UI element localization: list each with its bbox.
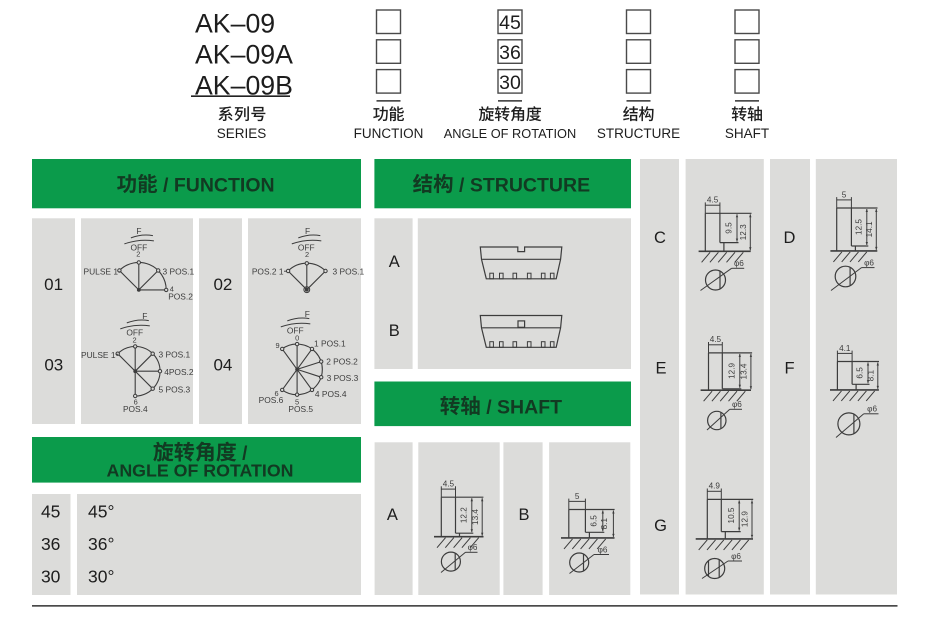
svg-text:4.5: 4.5 bbox=[707, 196, 719, 205]
svg-text:03: 03 bbox=[44, 355, 63, 374]
svg-text:ANGLE OF ROTATION: ANGLE OF ROTATION bbox=[444, 126, 576, 141]
svg-text:E: E bbox=[655, 360, 666, 378]
svg-text:F: F bbox=[142, 311, 147, 321]
svg-text:12.9: 12.9 bbox=[741, 511, 750, 527]
svg-text:36: 36 bbox=[499, 42, 521, 64]
svg-text:9.5: 9.5 bbox=[725, 222, 734, 234]
svg-text:8.1: 8.1 bbox=[866, 370, 875, 382]
svg-text:AK–09A: AK–09A bbox=[195, 40, 293, 70]
svg-text:3 POS.3: 3 POS.3 bbox=[327, 373, 359, 383]
svg-text:2 POS.2: 2 POS.2 bbox=[326, 357, 358, 367]
svg-text:4POS.2: 4POS.2 bbox=[164, 367, 194, 377]
svg-text:F: F bbox=[305, 309, 310, 319]
svg-text:POS.2 1: POS.2 1 bbox=[252, 266, 284, 276]
svg-text:13.4: 13.4 bbox=[471, 509, 480, 525]
svg-text:8.1: 8.1 bbox=[600, 518, 609, 530]
svg-text:4.5: 4.5 bbox=[443, 480, 455, 489]
svg-text:6.5: 6.5 bbox=[856, 367, 865, 379]
svg-text:12.3: 12.3 bbox=[739, 224, 748, 240]
svg-text:30: 30 bbox=[41, 566, 61, 586]
svg-text:C: C bbox=[654, 229, 666, 247]
svg-text:/ FUNCTION: / FUNCTION bbox=[158, 174, 275, 196]
svg-text:12.5: 12.5 bbox=[854, 219, 863, 235]
svg-text:G: G bbox=[654, 517, 667, 535]
svg-text:3 POS.1: 3 POS.1 bbox=[159, 350, 191, 360]
svg-text:6: 6 bbox=[274, 389, 278, 398]
svg-text:A: A bbox=[387, 506, 398, 524]
svg-text:30: 30 bbox=[499, 72, 521, 94]
svg-text:AK–09: AK–09 bbox=[195, 9, 275, 39]
svg-text:SHAFT: SHAFT bbox=[725, 126, 769, 141]
svg-text:4.9: 4.9 bbox=[709, 482, 721, 491]
svg-text:2: 2 bbox=[136, 250, 140, 259]
svg-text:A: A bbox=[389, 253, 400, 271]
svg-text:04: 04 bbox=[213, 355, 232, 374]
svg-text:/ STRUCTURE: / STRUCTURE bbox=[454, 174, 590, 196]
svg-text:POS.4: POS.4 bbox=[123, 404, 148, 414]
svg-text:ANGLE OF ROTATION: ANGLE OF ROTATION bbox=[106, 461, 293, 481]
svg-text:12.9: 12.9 bbox=[727, 362, 736, 378]
svg-text:SERIES: SERIES bbox=[217, 126, 267, 141]
svg-text:POS.5: POS.5 bbox=[288, 404, 313, 414]
svg-text:φ6: φ6 bbox=[734, 259, 744, 268]
svg-text:F: F bbox=[136, 226, 141, 236]
svg-text:OFF: OFF bbox=[126, 328, 143, 338]
svg-text:01: 01 bbox=[44, 275, 63, 294]
svg-text:45°: 45° bbox=[88, 501, 114, 521]
svg-text:OFF: OFF bbox=[298, 243, 315, 253]
svg-text:4.5: 4.5 bbox=[710, 335, 722, 344]
svg-text:φ6: φ6 bbox=[731, 552, 741, 561]
svg-text:POS.6: POS.6 bbox=[259, 395, 284, 405]
svg-text:2: 2 bbox=[305, 250, 309, 259]
svg-text:4.1: 4.1 bbox=[839, 344, 851, 353]
svg-text:5: 5 bbox=[295, 397, 299, 406]
svg-text:STRUCTURE: STRUCTURE bbox=[597, 126, 680, 141]
svg-text:02: 02 bbox=[213, 275, 232, 294]
svg-text:B: B bbox=[389, 322, 400, 340]
svg-text:φ6: φ6 bbox=[864, 258, 874, 267]
svg-text:14.1: 14.1 bbox=[865, 221, 874, 237]
svg-text:3 POS.1: 3 POS.1 bbox=[163, 266, 195, 276]
svg-text:45: 45 bbox=[41, 501, 60, 521]
svg-text:/: / bbox=[237, 444, 248, 465]
svg-text:OFF: OFF bbox=[287, 326, 304, 336]
svg-text:D: D bbox=[784, 229, 796, 247]
svg-text:30°: 30° bbox=[88, 566, 114, 586]
svg-text:φ6: φ6 bbox=[468, 543, 478, 552]
svg-text:FUNCTION: FUNCTION bbox=[354, 126, 424, 141]
svg-text:φ6: φ6 bbox=[867, 405, 877, 414]
svg-text:0: 0 bbox=[295, 334, 299, 343]
svg-text:1 POS.1: 1 POS.1 bbox=[314, 338, 346, 348]
svg-text:6: 6 bbox=[134, 397, 138, 406]
svg-text:4: 4 bbox=[170, 285, 174, 294]
svg-text:φ6: φ6 bbox=[598, 545, 608, 554]
svg-text:45: 45 bbox=[499, 12, 521, 34]
svg-text:/ SHAFT: / SHAFT bbox=[481, 396, 562, 418]
svg-text:12.2: 12.2 bbox=[459, 507, 468, 523]
svg-text:5 POS.3: 5 POS.3 bbox=[159, 384, 191, 394]
svg-text:36: 36 bbox=[41, 534, 60, 554]
svg-text:9: 9 bbox=[276, 341, 280, 350]
svg-text:13.4: 13.4 bbox=[740, 363, 749, 379]
svg-text:OFF: OFF bbox=[131, 243, 148, 253]
svg-text:B: B bbox=[518, 506, 529, 524]
svg-text:10.5: 10.5 bbox=[727, 507, 736, 523]
svg-text:φ6: φ6 bbox=[732, 400, 742, 409]
svg-text:5: 5 bbox=[842, 190, 847, 199]
svg-text:36°: 36° bbox=[88, 534, 114, 554]
svg-text:F: F bbox=[784, 360, 794, 378]
svg-text:3 POS.1: 3 POS.1 bbox=[333, 266, 365, 276]
svg-text:2: 2 bbox=[133, 335, 137, 344]
svg-text:5: 5 bbox=[575, 492, 580, 501]
svg-text:POS.2: POS.2 bbox=[168, 292, 193, 302]
svg-text:F: F bbox=[305, 226, 310, 236]
svg-text:6.5: 6.5 bbox=[589, 515, 598, 527]
svg-text:4 POS.4: 4 POS.4 bbox=[315, 389, 347, 399]
svg-text:PULSE 1: PULSE 1 bbox=[84, 266, 119, 276]
svg-text:PULSE 1: PULSE 1 bbox=[81, 350, 116, 360]
